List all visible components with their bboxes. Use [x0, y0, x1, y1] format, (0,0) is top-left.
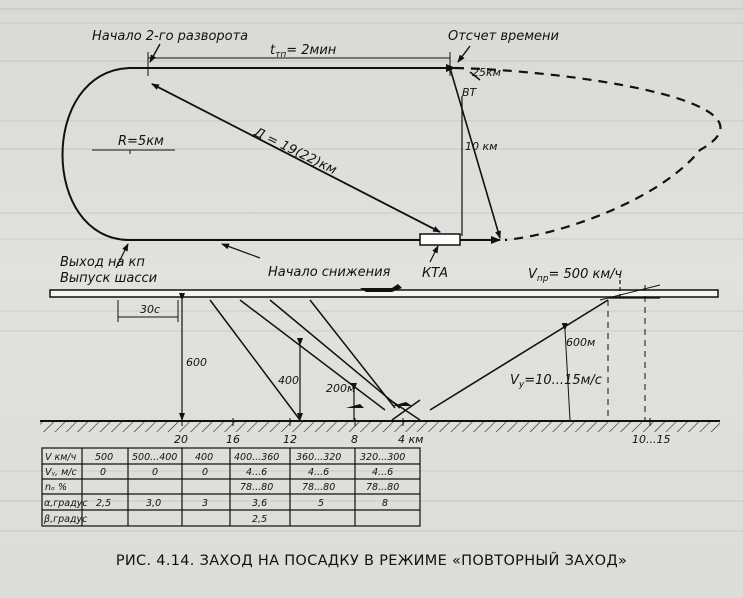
- label-kta: КТА: [422, 266, 448, 281]
- descent-line-25km: [449, 67, 501, 239]
- label-bt: ВТ: [462, 86, 478, 99]
- label-600-left: 600: [186, 356, 207, 369]
- label-radius: R=5км: [118, 134, 164, 149]
- tick-10-15: 10...15: [632, 433, 670, 446]
- label-10km: 10 км: [465, 140, 497, 153]
- small-plane-1: [346, 404, 364, 408]
- figure-caption: РИС. 4.14. ЗАХОД НА ПОСАДКУ В РЕЖИМЕ «ПО…: [115, 553, 628, 569]
- table-cell: 0: [152, 467, 158, 478]
- tick-20: 20: [174, 433, 188, 446]
- distance-ticks: [181, 418, 651, 426]
- label-start-second-turn: Начало 2-го разворота: [92, 29, 248, 44]
- table-cell: 500: [95, 452, 113, 463]
- right-dashed-arc: [454, 66, 722, 242]
- tick-12: 12: [283, 433, 297, 446]
- table-cell: 78...80: [302, 482, 335, 493]
- label-diagonal-distance: Д = 19(22)км: [250, 125, 339, 179]
- label-200m: 200м: [326, 382, 355, 395]
- params-table: [41, 447, 421, 527]
- table-cell: 2,5: [96, 498, 111, 509]
- table-cell: 4...6: [246, 467, 267, 478]
- table-header-n: nₒ %: [45, 482, 67, 493]
- label-25km: 25км: [472, 66, 501, 79]
- tick-8: 8: [351, 433, 358, 446]
- label-speed: Vпр= 500 км/ч: [528, 267, 623, 284]
- airplane-icon: [360, 284, 402, 292]
- label-exit-kp: Выход на кп: [60, 255, 145, 270]
- label-30s: 30с: [140, 303, 160, 316]
- table-header-alpha: α,градус: [44, 498, 88, 509]
- label-600m-right: 600м: [566, 336, 595, 349]
- table-cell: 4...6: [372, 467, 393, 478]
- table-cell: 0: [202, 467, 208, 478]
- table-header-beta: β,градус: [43, 514, 88, 525]
- table-cell: 3,6: [252, 498, 267, 509]
- table-cell: 3: [202, 498, 208, 509]
- kta-marker: [419, 233, 461, 246]
- climb-line: [429, 299, 609, 411]
- tick-16: 16: [226, 433, 240, 446]
- label-start-descent: Начало снижения: [268, 265, 391, 280]
- tick-4km: 4 км: [398, 433, 423, 446]
- table-cell: 5: [318, 498, 324, 509]
- table-cell: 78...80: [366, 482, 399, 493]
- table-cell: 8: [382, 498, 388, 509]
- left-turn-arc: [61, 67, 131, 241]
- table-cell: 4...6: [308, 467, 329, 478]
- label-400: 400: [278, 374, 299, 387]
- table-cell: 400...360: [234, 452, 279, 463]
- table-cell: 500...400: [132, 452, 177, 463]
- label-vy: Vу=10...15м/с: [510, 373, 602, 390]
- small-plane-2: [392, 402, 412, 406]
- table-header-vy: Vᵧ, м/с: [45, 467, 77, 478]
- table-cell: 3,0: [146, 498, 161, 509]
- label-gear-release: Выпуск шасси: [60, 271, 157, 286]
- table-cell: 2,5: [252, 514, 267, 525]
- table-cell: 360...320: [296, 452, 341, 463]
- table-cell: 320...300: [360, 452, 405, 463]
- table-cell: 400: [195, 452, 213, 463]
- table-cell: 0: [100, 467, 106, 478]
- table-header-v: V км/ч: [45, 452, 77, 463]
- label-time-reference: Отсчет времени: [448, 29, 559, 44]
- label-time-param: tтп= 2мин: [270, 43, 337, 60]
- table-cell: 78...80: [240, 482, 273, 493]
